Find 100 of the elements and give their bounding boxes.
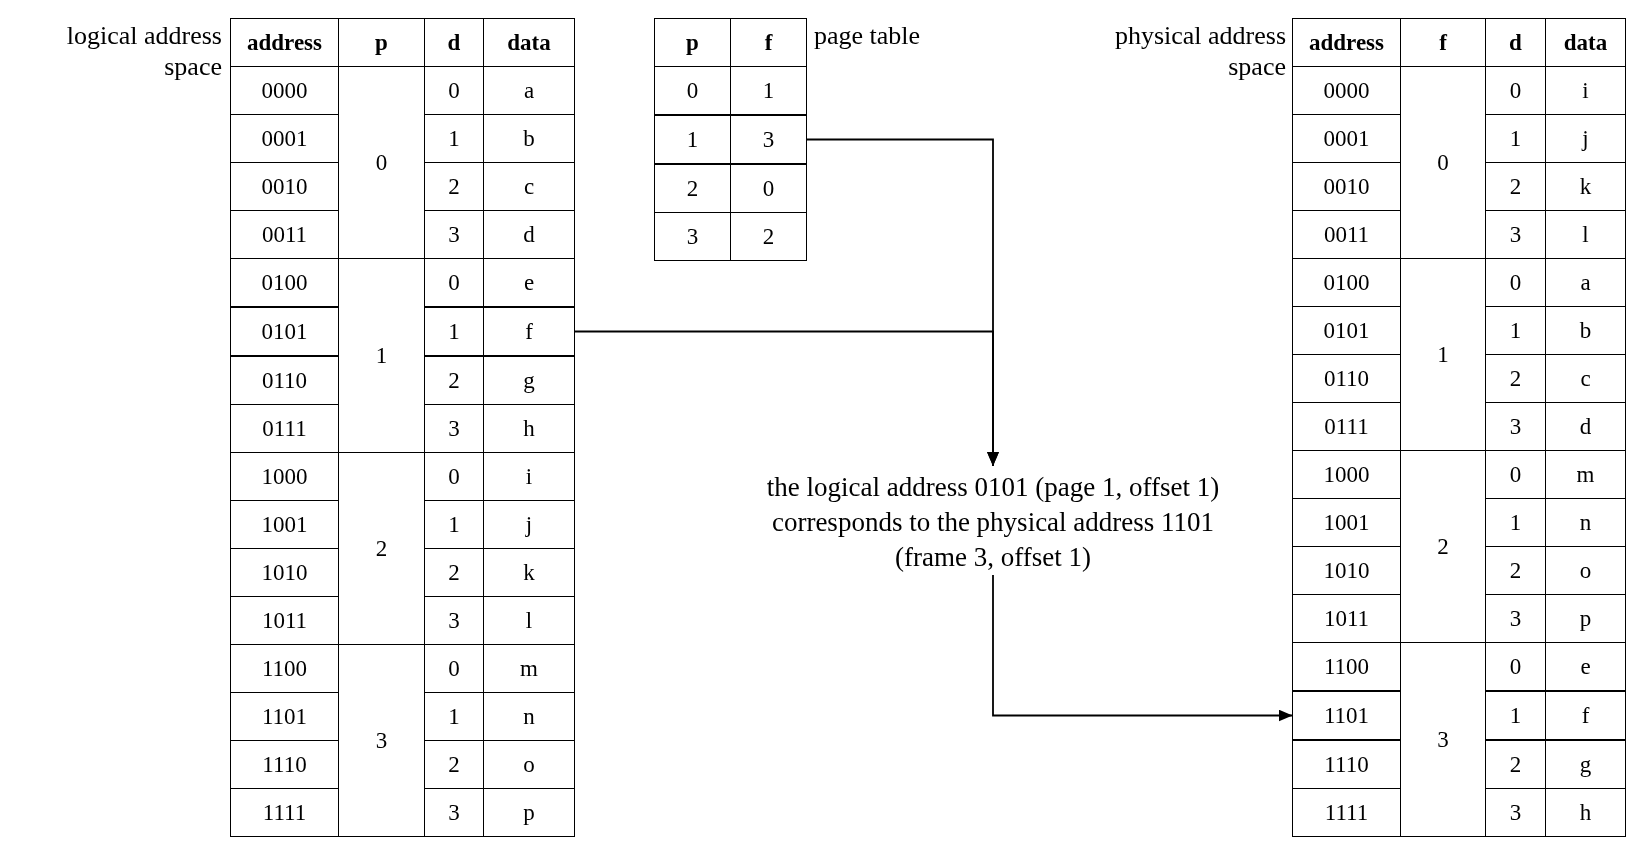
table-cell: 3 [1485, 788, 1546, 837]
table-cell: 0001 [230, 114, 339, 163]
table-cell: 0100 [1292, 258, 1401, 307]
table-cell: 1 [1485, 114, 1546, 163]
table-cell: 2 [1485, 162, 1546, 211]
table-cell: a [483, 66, 575, 115]
column-header: address [230, 18, 339, 67]
table-cell: 1 [424, 500, 484, 549]
column-header: data [1545, 18, 1626, 67]
arrow [805, 138, 999, 467]
table-cell: 3 [338, 644, 425, 837]
table-cell: 0000 [230, 66, 339, 115]
table-cell: 2 [1485, 546, 1546, 595]
table-cell: 3 [1400, 642, 1486, 837]
table-cell: 3 [730, 115, 807, 164]
table-cell: i [483, 452, 575, 501]
table-cell: 2 [730, 212, 807, 261]
table-caption: logical address space [65, 20, 222, 82]
table-cell: b [483, 114, 575, 163]
table-cell: g [1545, 740, 1626, 789]
table-cell: 0111 [230, 404, 339, 453]
table-cell: 1111 [1292, 788, 1401, 837]
table-cell: g [483, 356, 575, 405]
table-cell: 2 [654, 164, 731, 213]
table-cell: 1000 [1292, 450, 1401, 499]
table-cell: 1 [1485, 691, 1546, 740]
table-cell: 1 [424, 114, 484, 163]
table-cell: 3 [424, 596, 484, 645]
table-cell: 0001 [1292, 114, 1401, 163]
table-cell: 1000 [230, 452, 339, 501]
table-cell: h [1545, 788, 1626, 837]
column-header: data [483, 18, 575, 67]
table-cell: 0 [338, 66, 425, 259]
annotation-text: the logical address 0101 (page 1, offset 1) corresponds to the physical address 1101 (frame 3, offset 1) [753, 470, 1233, 575]
table-cell: 2 [424, 356, 484, 405]
column-header: d [1485, 18, 1546, 67]
table-cell: 0 [654, 66, 731, 115]
table-cell: 0011 [1292, 210, 1401, 259]
table-cell: l [483, 596, 575, 645]
table-cell: k [483, 548, 575, 597]
table-cell: 0 [730, 164, 807, 213]
table-cell: o [483, 740, 575, 789]
table-cell: 1 [424, 307, 484, 356]
table-cell: m [483, 644, 575, 693]
table-cell: 3 [1485, 402, 1546, 451]
column-header: f [1400, 18, 1486, 67]
table-row [654, 115, 807, 164]
table-cell: d [483, 210, 575, 259]
table-cell: b [1545, 306, 1626, 355]
table-caption: physical address space [1113, 20, 1286, 82]
table-cell: 2 [1485, 740, 1546, 789]
table-cell: 0101 [1292, 306, 1401, 355]
table-cell: 3 [1485, 594, 1546, 643]
table-cell: k [1545, 162, 1626, 211]
table-cell: a [1545, 258, 1626, 307]
table-cell: 2 [424, 548, 484, 597]
table-cell: c [1545, 354, 1626, 403]
table-cell: 0 [1485, 450, 1546, 499]
table-caption: page table [814, 20, 922, 51]
table-cell: p [483, 788, 575, 837]
table-cell: 1010 [1292, 546, 1401, 595]
table-cell: 1010 [230, 548, 339, 597]
table-cell: 0 [424, 452, 484, 501]
table-cell: 1 [654, 115, 731, 164]
table-cell: o [1545, 546, 1626, 595]
table-cell: 0 [424, 644, 484, 693]
table-cell: 1011 [1292, 594, 1401, 643]
table-cell: i [1545, 66, 1626, 115]
table-cell: 0 [1485, 66, 1546, 115]
table-cell: h [483, 404, 575, 453]
table-cell: d [1545, 402, 1626, 451]
table-cell: 1111 [230, 788, 339, 837]
table-cell: l [1545, 210, 1626, 259]
table-cell: m [1545, 450, 1626, 499]
table-cell: 1 [1400, 258, 1486, 451]
column-header: d [424, 18, 484, 67]
table-cell: 2 [424, 740, 484, 789]
table-cell: 2 [338, 452, 425, 645]
table-cell: n [483, 692, 575, 741]
table-cell: 1001 [1292, 498, 1401, 547]
table-cell: 0010 [230, 162, 339, 211]
table-cell: 0 [1400, 66, 1486, 259]
table-cell: 0000 [1292, 66, 1401, 115]
table-cell: p [1545, 594, 1626, 643]
column-header: f [730, 18, 807, 67]
table-cell: 3 [424, 210, 484, 259]
table-cell: 0111 [1292, 402, 1401, 451]
table-cell: 1101 [230, 692, 339, 741]
table-cell: 1 [1485, 306, 1546, 355]
table-cell: 1110 [230, 740, 339, 789]
table-cell: 2 [1400, 450, 1486, 643]
table-cell: 0110 [1292, 354, 1401, 403]
table-cell: 1 [424, 692, 484, 741]
table-cell: 1100 [230, 644, 339, 693]
table-cell: 1001 [230, 500, 339, 549]
table-cell: 3 [654, 212, 731, 261]
table-cell: 2 [1485, 354, 1546, 403]
table-cell: 1101 [1292, 691, 1401, 740]
table-cell: f [1545, 691, 1626, 740]
table-cell: j [483, 500, 575, 549]
